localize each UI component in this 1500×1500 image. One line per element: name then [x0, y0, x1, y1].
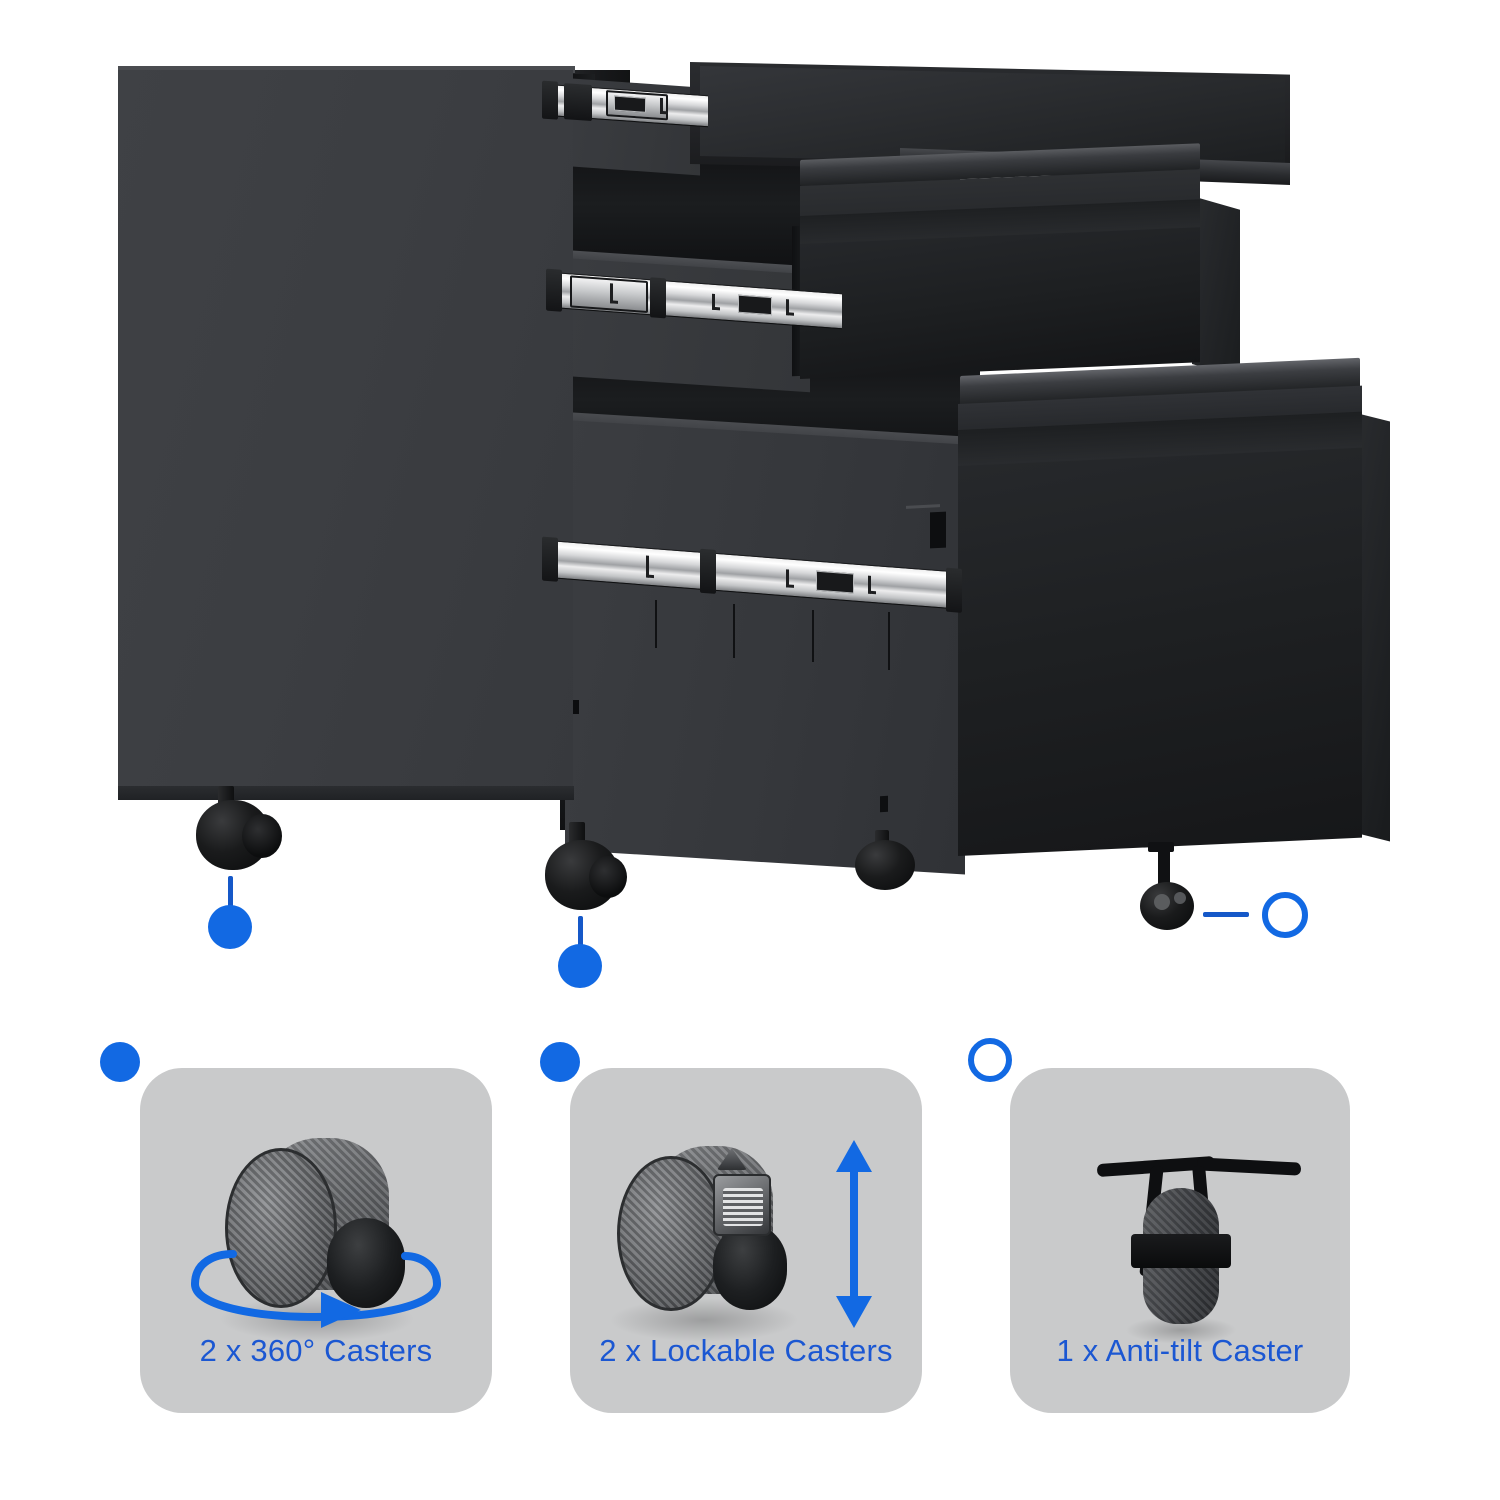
cabinet-top-edge: [118, 66, 575, 73]
anti-tilt-bracket: [1148, 842, 1174, 852]
rail-end-cap-left: [542, 536, 558, 582]
hanging-file-rail-wire: [812, 610, 814, 662]
card-lockable-casters[interactable]: 2 x Lockable Casters: [570, 1068, 922, 1413]
cabinet-rear-notch: [573, 700, 579, 714]
anti-tilt-hub-2: [1174, 892, 1186, 904]
rail-hook: [660, 97, 663, 115]
anti-tilt-arm: [1158, 846, 1170, 890]
anti-tilt-caster-icon: [1010, 1126, 1350, 1366]
anti-tilt-right-arm: [1196, 1157, 1302, 1176]
callout-marker-front-right: [558, 944, 602, 988]
rail-end-cap-left: [546, 268, 562, 312]
cabinet-bottom-edge: [118, 786, 574, 800]
caster-front-right: [545, 822, 637, 912]
caster-wheel: [327, 1218, 405, 1308]
callout-marker-anti-tilt: [1262, 892, 1308, 938]
card-marker-anti-tilt-caster: [968, 1038, 1012, 1082]
rail-window: [614, 95, 646, 113]
rail-hook-left: [610, 283, 613, 304]
caster-wheel: [855, 840, 915, 890]
cabinet-side-panel: [118, 70, 573, 792]
rail-hook-left: [646, 555, 649, 578]
card-label-anti-tilt-caster: 1 x Anti-tilt Caster: [1056, 1333, 1304, 1368]
caster-shadow: [1125, 1316, 1237, 1344]
callout-connector-front-right: [578, 916, 583, 950]
rail-hook-right: [786, 299, 789, 316]
product-photo: [0, 0, 1500, 1010]
callout-connector-front-left: [228, 876, 233, 912]
caster-front-left: [196, 786, 288, 872]
anti-tilt-hub: [1154, 894, 1170, 910]
rail-clip-mid: [700, 548, 716, 594]
caster-lock-ridges: [722, 1188, 763, 1226]
rail-clip-mid: [650, 277, 666, 319]
caster-plate: [616, 1156, 725, 1311]
card-label-lockable-casters: 2 x Lockable Casters: [599, 1333, 893, 1368]
bottom-drawer-front[interactable]: [958, 447, 1362, 856]
card-label-360-casters: 2 x 360° Casters: [199, 1333, 433, 1368]
lockable-caster-icon: [570, 1126, 922, 1366]
anti-tilt-band: [1131, 1234, 1231, 1268]
card-marker-360-casters: [100, 1042, 140, 1082]
caster-wheel: [712, 1224, 787, 1310]
hanging-file-rail-wire: [888, 612, 890, 670]
bottom-drawer-notch: [930, 511, 946, 549]
hanging-file-rail-wire: [733, 604, 735, 658]
rail-window: [816, 570, 854, 594]
rail-hook-mid: [786, 569, 789, 588]
rail-end-cap-left: [542, 80, 558, 120]
rail-end-cap-right: [946, 567, 962, 613]
bottom-drawer-box: [565, 420, 965, 875]
card-anti-tilt-caster[interactable]: 1 x Anti-tilt Caster: [1010, 1068, 1350, 1413]
caster-hub: [589, 856, 627, 898]
callout-connector-anti-tilt: [1203, 912, 1249, 917]
rail-window: [738, 294, 772, 316]
feature-cards: 2 x 360° Casters: [0, 1010, 1500, 1500]
caster-rear: [855, 830, 935, 890]
callout-marker-front-left: [208, 905, 252, 949]
card-360-casters[interactable]: 2 x 360° Casters: [140, 1068, 492, 1413]
caster-anti-tilt: [1140, 842, 1210, 930]
middle-drawer-front[interactable]: [800, 227, 1200, 379]
rotation-arrow-icon: [191, 1250, 441, 1328]
bottom-drawer-small-notch: [880, 795, 888, 813]
up-down-arrow-icon: [836, 1140, 872, 1328]
caster-plate: [225, 1148, 337, 1308]
rail-hook-right: [868, 575, 871, 594]
rail-bracket-inner: [570, 275, 648, 314]
caster-hub: [242, 814, 282, 858]
rail-clip: [564, 83, 592, 122]
card-marker-lockable-casters: [540, 1042, 580, 1082]
swivel-caster-icon: [140, 1126, 492, 1366]
hanging-file-rail-wire: [655, 600, 657, 648]
rail-hook-mid: [712, 293, 715, 310]
